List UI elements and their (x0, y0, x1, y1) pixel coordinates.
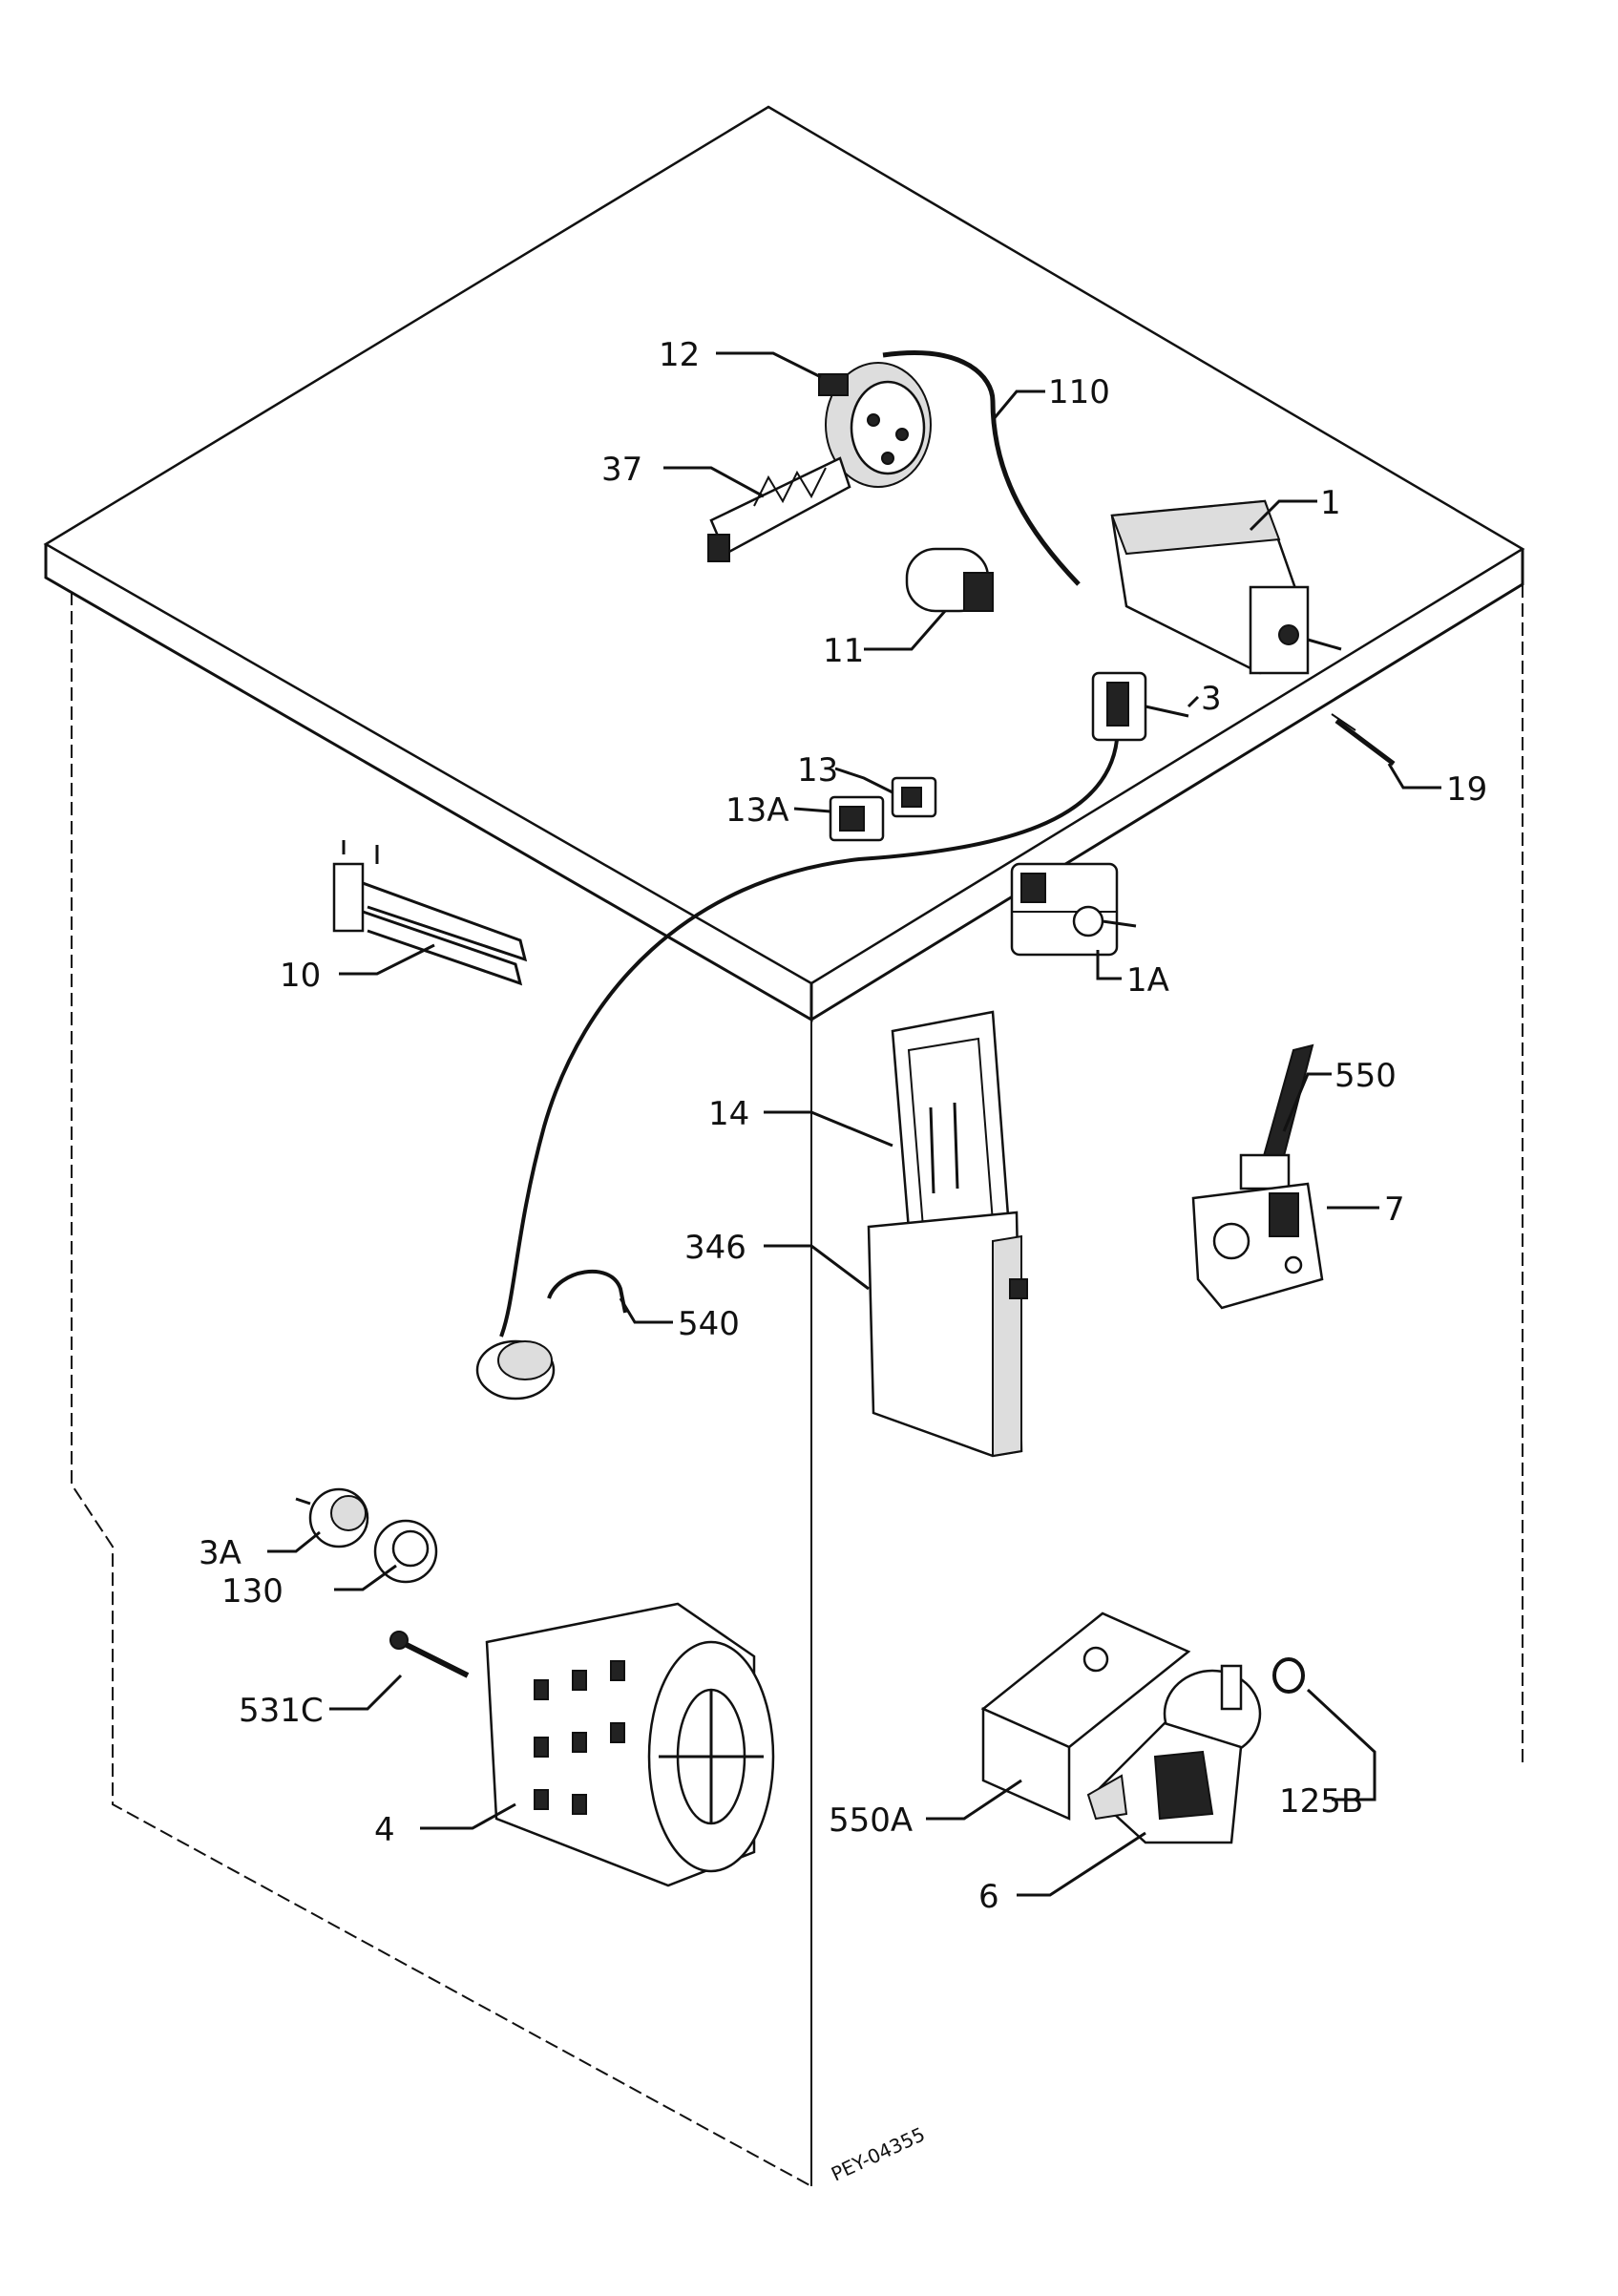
callout-110: 110 (1048, 373, 1110, 411)
part-19-pin (1331, 713, 1396, 766)
part-3-switch (1091, 671, 1189, 742)
part-1-programme-timer (1110, 499, 1342, 675)
part-130-ring (373, 1519, 438, 1584)
part-7-door-interlock (1191, 1182, 1324, 1310)
cabinet-outline (43, 105, 1525, 2187)
callout-6: 6 (978, 1878, 999, 1916)
callout-3a: 3A (199, 1534, 242, 1572)
part-4-motor (485, 1602, 775, 1887)
part-125b-seal-ring (1272, 1657, 1305, 1694)
part-531c-screw (389, 1631, 470, 1678)
callout-531c: 531C (239, 1692, 324, 1730)
callout-labels: 12 110 37 1 11 3 19 13 13A 10 1A 550 14 … (199, 336, 1487, 1916)
leader-lines (267, 351, 1441, 1897)
part-11-capacitor (905, 547, 994, 613)
callout-3: 3 (1201, 680, 1222, 718)
callout-550a: 550A (829, 1801, 913, 1840)
callout-4: 4 (374, 1811, 395, 1849)
callout-19: 19 (1446, 770, 1487, 809)
callout-10: 10 (280, 957, 321, 995)
callout-13: 13 (797, 751, 838, 790)
cable-plug (475, 1339, 556, 1401)
callout-11: 11 (823, 632, 864, 670)
callout-12: 12 (659, 336, 700, 374)
part-13a-connector (829, 795, 885, 842)
part-1a-selector-switch (1010, 862, 1137, 957)
callout-1a: 1A (1126, 961, 1169, 1000)
motor-vents (534, 1660, 625, 1815)
callout-346: 346 (684, 1229, 746, 1267)
callout-1: 1 (1320, 484, 1341, 522)
part-6-drain-pump (1086, 1664, 1262, 1844)
callout-550: 550 (1334, 1057, 1397, 1095)
callout-130: 130 (221, 1572, 284, 1611)
callout-7: 7 (1384, 1190, 1405, 1229)
callout-125b: 125B (1279, 1782, 1363, 1821)
part-540-cable-tie (547, 1270, 627, 1314)
callout-13a: 13A (725, 791, 789, 830)
part-346-dispenser-housing (867, 1211, 1028, 1458)
part-10-heating-element (332, 840, 528, 986)
part-110-hose (882, 350, 1081, 586)
callout-37: 37 (601, 451, 642, 489)
part-550-lever (1239, 1043, 1314, 1190)
callout-540: 540 (678, 1305, 740, 1343)
cable-3-to-5 (499, 739, 1119, 1338)
part-37-terminal-block (707, 456, 851, 562)
part-13-connector (891, 776, 937, 818)
callout-14: 14 (708, 1095, 749, 1133)
reference-code: PEY-04355 (828, 2122, 929, 2185)
part-12-pressure-switch (818, 362, 932, 488)
part-3a-indicator-lamp (295, 1487, 369, 1548)
part-550a-bracket (980, 1611, 1191, 1821)
